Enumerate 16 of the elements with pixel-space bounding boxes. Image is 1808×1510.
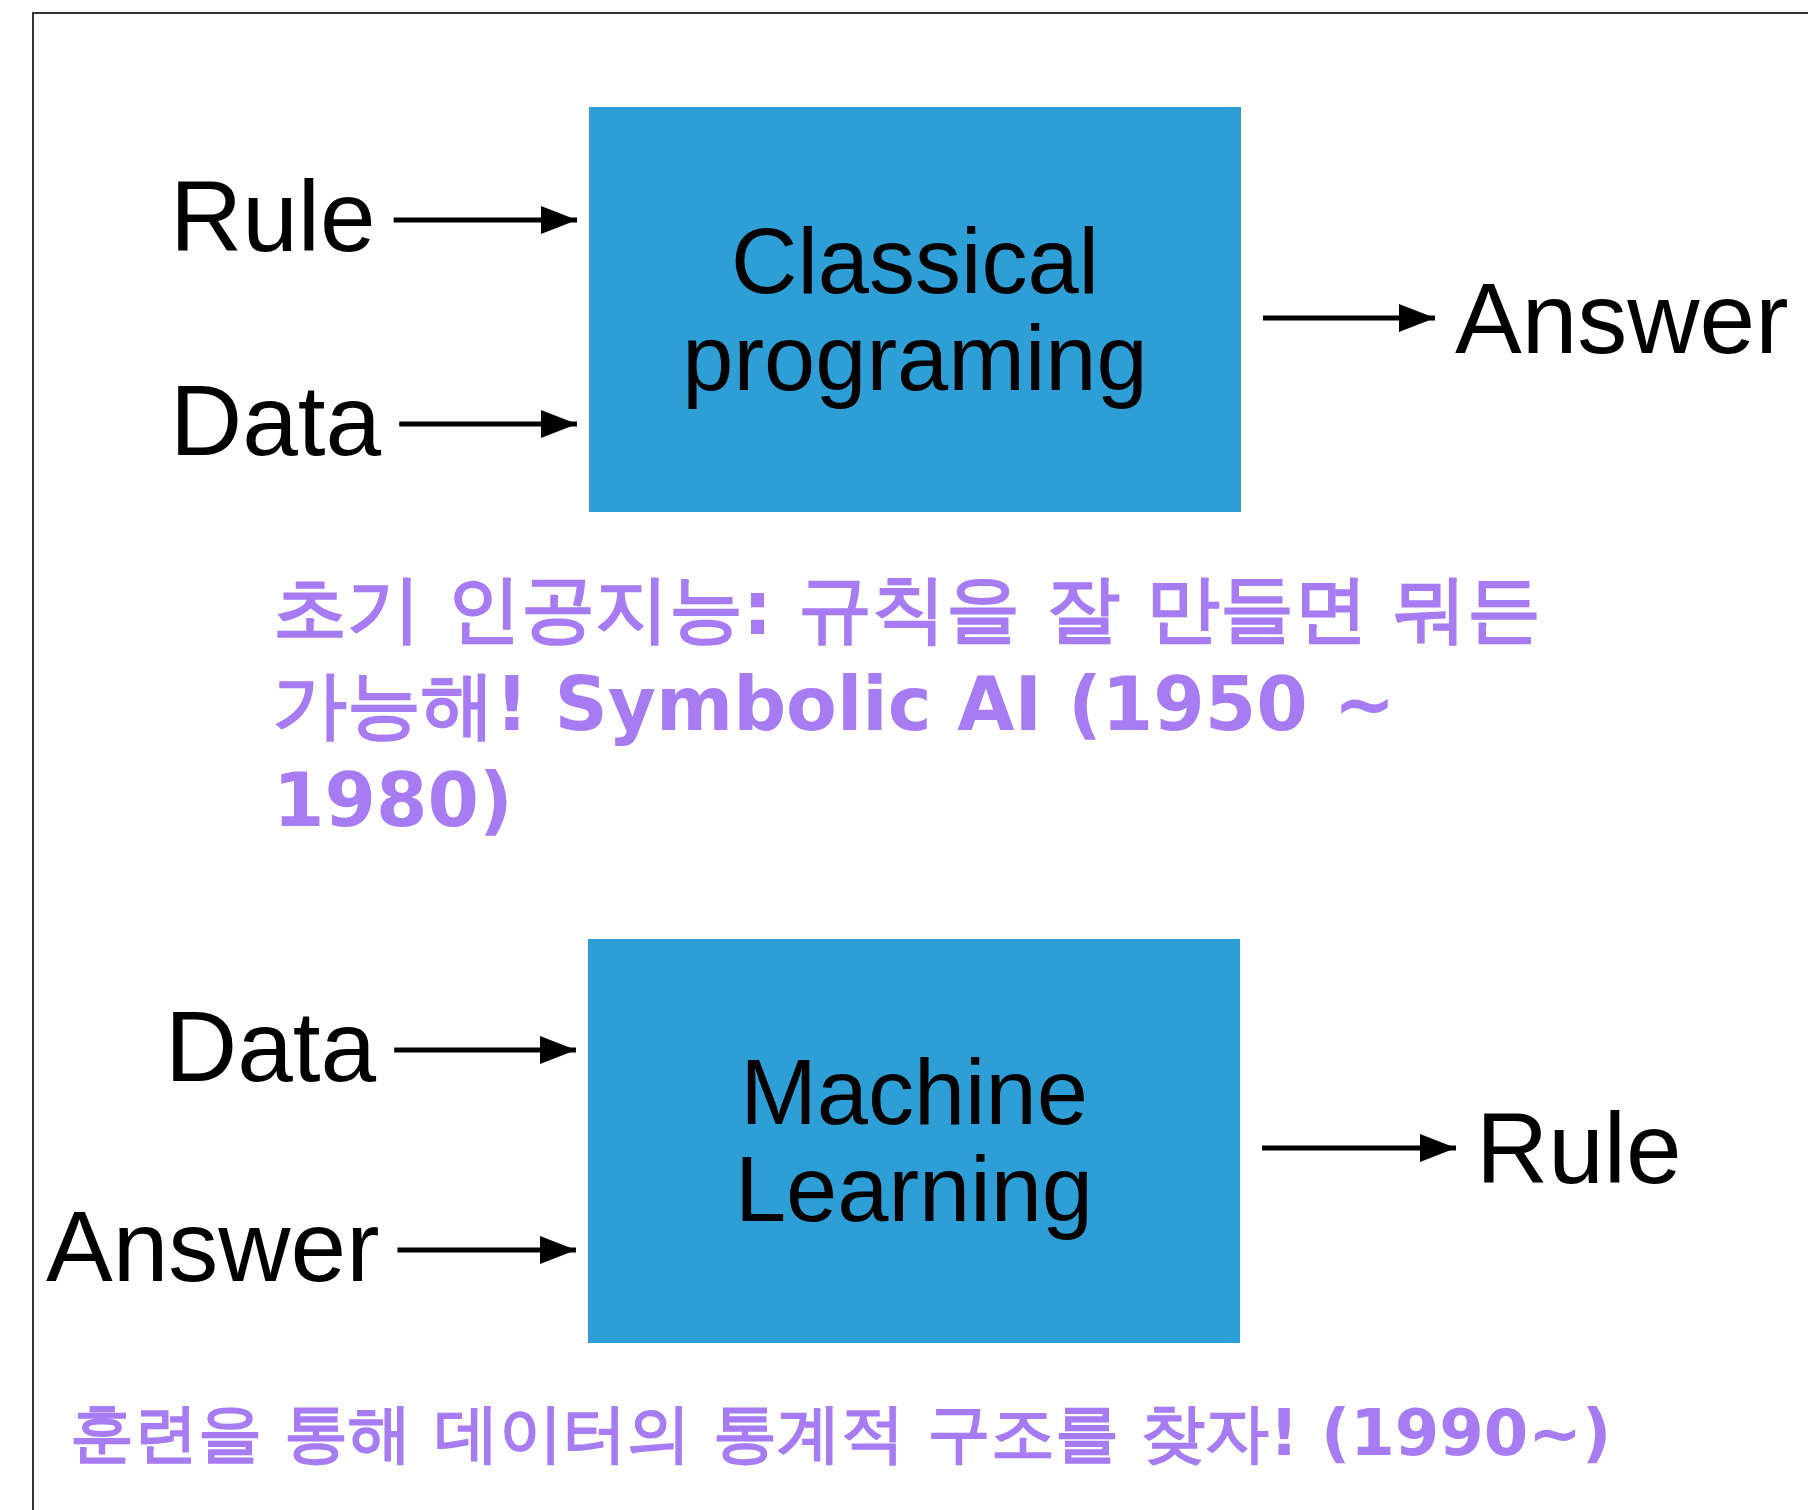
node-label: Data bbox=[170, 367, 382, 473]
node-label: Rule bbox=[1476, 1095, 1682, 1201]
arrow bbox=[397, 1236, 576, 1264]
arrow bbox=[1263, 304, 1435, 332]
process-box: Classical programing bbox=[589, 107, 1241, 512]
node-label: Answer bbox=[46, 1193, 380, 1299]
node-label: Data bbox=[165, 993, 377, 1099]
note-text: 초기 인공지능: 규칙을 잘 만들면 뭐든 가능해! Symbolic AI (1950 ~ 1980) bbox=[273, 564, 1543, 846]
arrow bbox=[394, 1036, 576, 1064]
arrow bbox=[1262, 1134, 1456, 1162]
process-box: Machine Learning bbox=[588, 939, 1240, 1343]
note-text: 훈련을 통해 데이터의 통계적 구조를 찾자! (1990~) bbox=[70, 1395, 1613, 1472]
arrow bbox=[393, 206, 577, 234]
arrow bbox=[399, 410, 577, 438]
node-label: Answer bbox=[1455, 265, 1789, 371]
node-label: Rule bbox=[170, 163, 376, 269]
